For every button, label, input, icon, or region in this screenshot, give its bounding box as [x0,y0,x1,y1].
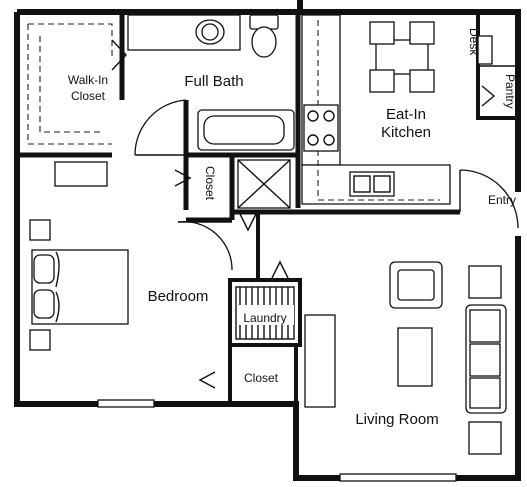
eat-in-kitchen-label-line1: Eat-In [386,106,426,123]
door-swing-icon [134,99,187,156]
eat-in-kitchen-label-line2: Kitchen [381,124,431,141]
media-console [304,314,336,408]
door-swing-icon [271,260,289,279]
bedroom-closet-label: Closet [244,371,279,385]
full-bath-label: Full Bath [184,73,243,90]
door-swing-icon [177,220,233,271]
eat-in-kitchen [301,14,496,205]
desk-label: Desk [467,28,481,56]
door-swing-icon [198,371,216,389]
coffee-table [397,327,433,387]
end-table [468,265,502,299]
laundry [235,260,295,340]
pantry-label: Pantry [503,74,517,109]
window [97,399,155,408]
door-swing-icon [174,169,192,187]
door-swing-icon [481,85,496,107]
living-room [304,261,507,482]
door-swing-icon [459,169,519,229]
laundry-label: Laundry [243,311,286,325]
walk-in-closet-label-line1: Walk-In [68,73,108,87]
bedroom [29,161,233,408]
bedroom-label: Bedroom [148,288,209,305]
hall-closet-label: Closet [203,166,217,201]
entry-label: Entry [488,193,516,207]
interior-walls [17,12,518,404]
full-bath [127,14,295,156]
walk-in-closet-label-line2: Closet [71,89,106,103]
hall-closet [174,159,291,232]
window [339,473,457,482]
dresser [54,161,108,187]
end-table [468,421,502,455]
living-room-label: Living Room [355,411,438,428]
exterior-walls [14,0,521,481]
entry-door [459,169,519,229]
room-labels: Walk-In Closet Full Bath Eat-In Kitchen … [68,28,517,428]
door-swing-icon [111,39,127,71]
desk-chair [477,35,493,65]
walk-in-closet [27,23,127,145]
dining-table-icon [375,39,429,75]
